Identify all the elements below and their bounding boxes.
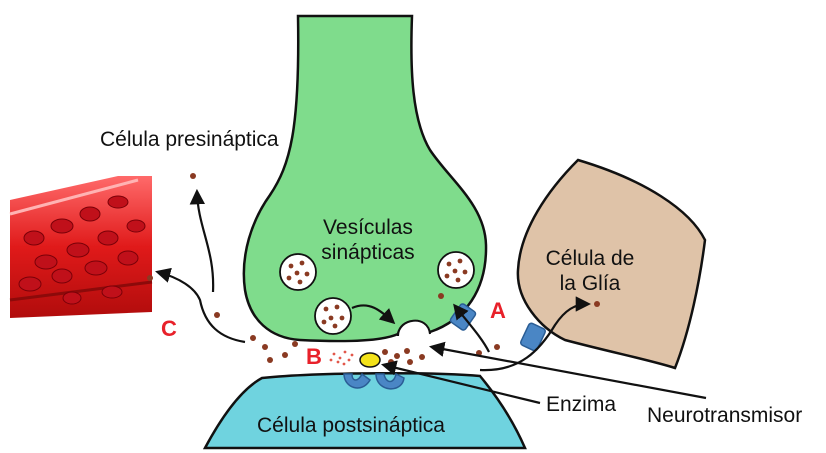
marker-c: C: [161, 316, 177, 342]
neurotransmitter-fragments: [330, 351, 354, 366]
neurotransmitter-label: Neurotransmisor: [647, 404, 802, 428]
postsynaptic-cell-label: Célula postsináptica: [257, 414, 445, 438]
marker-b: B: [306, 344, 322, 370]
glia-label: Célula de la Glía: [530, 246, 650, 296]
vesicles-label: Vesículas sinápticas: [310, 215, 426, 265]
diffusion-arrow-up: [197, 192, 213, 292]
synaptic-vesicle: [315, 298, 351, 334]
glia-label-line2: la Glía: [530, 271, 650, 296]
enzyme-label: Enzima: [546, 393, 616, 417]
synaptic-vesicle: [438, 252, 474, 288]
glia-label-line1: Célula de: [530, 246, 650, 271]
presynaptic-terminal: [244, 16, 486, 341]
blood-vessel: [10, 176, 152, 318]
presynaptic-cell-label: Célula presináptica: [100, 128, 279, 152]
vesicles-label-line2: sinápticas: [310, 240, 426, 265]
enzyme-molecule: [360, 353, 380, 367]
vesicles-label-line1: Vesículas: [310, 215, 426, 240]
marker-a: A: [490, 298, 506, 324]
glia-transporter: [520, 322, 546, 351]
